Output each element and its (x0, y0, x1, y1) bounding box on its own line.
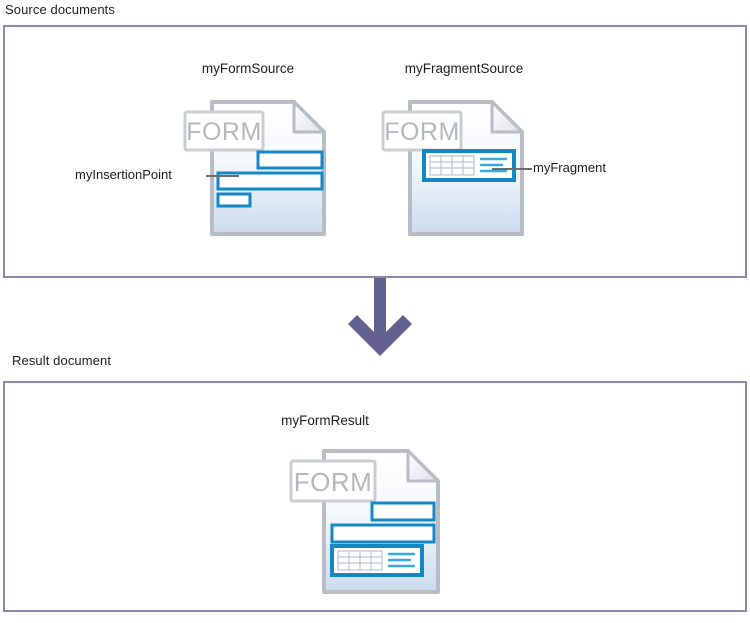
document-page-icon: FORM (183, 100, 326, 236)
form-tag-box (289, 459, 377, 503)
form-tag-label: FORM (294, 467, 373, 497)
source-documents-panel (3, 25, 747, 278)
arrow-stem (374, 278, 386, 340)
leader-line-my-fragment (492, 168, 532, 170)
doc-title-my-form-source: myFormSource (201, 61, 295, 76)
form-tag-label: FORM (384, 118, 460, 146)
document-icon-my-form-source[interactable]: FORM (182, 98, 332, 238)
form-tag-label: FORM (186, 118, 262, 146)
doc-title-my-fragment-source: myFragmentSource (404, 61, 524, 76)
source-documents-caption: Source documents (5, 2, 115, 17)
callout-label-my-fragment: myFragment (533, 160, 606, 175)
callout-label-my-insertion-point: myInsertionPoint (75, 167, 172, 182)
down-arrow-icon (348, 278, 412, 356)
result-document-caption: Result document (12, 353, 112, 368)
fragment-table-grid (337, 550, 383, 571)
form-tag-box (183, 110, 265, 152)
fragment-text-lines (479, 157, 508, 173)
doc-title-my-form-result: myFormResult (281, 413, 369, 428)
page-fold-corner (292, 100, 326, 134)
arrow-head (348, 315, 412, 356)
content-bar-1 (370, 501, 436, 522)
fragment-text-lines (387, 552, 416, 568)
document-icon-my-form-result[interactable]: FORM (288, 447, 448, 597)
content-bar-2 (216, 171, 324, 191)
flow-arrow (340, 278, 420, 368)
content-bar-1 (256, 150, 324, 170)
document-page-icon: FORM (289, 449, 440, 594)
fragment-table-grid (429, 155, 475, 176)
document-page-icon: FORM (381, 100, 524, 236)
fragment-block (422, 149, 516, 182)
insertion-point-marker (216, 192, 252, 208)
page-fold-corner (490, 100, 524, 134)
inserted-fragment-block (330, 544, 424, 577)
page-fold-corner (406, 449, 440, 483)
leader-line-my-insertion-point (206, 175, 239, 177)
content-bar-2 (330, 523, 436, 544)
document-icon-my-fragment-source[interactable]: FORM (380, 98, 530, 238)
